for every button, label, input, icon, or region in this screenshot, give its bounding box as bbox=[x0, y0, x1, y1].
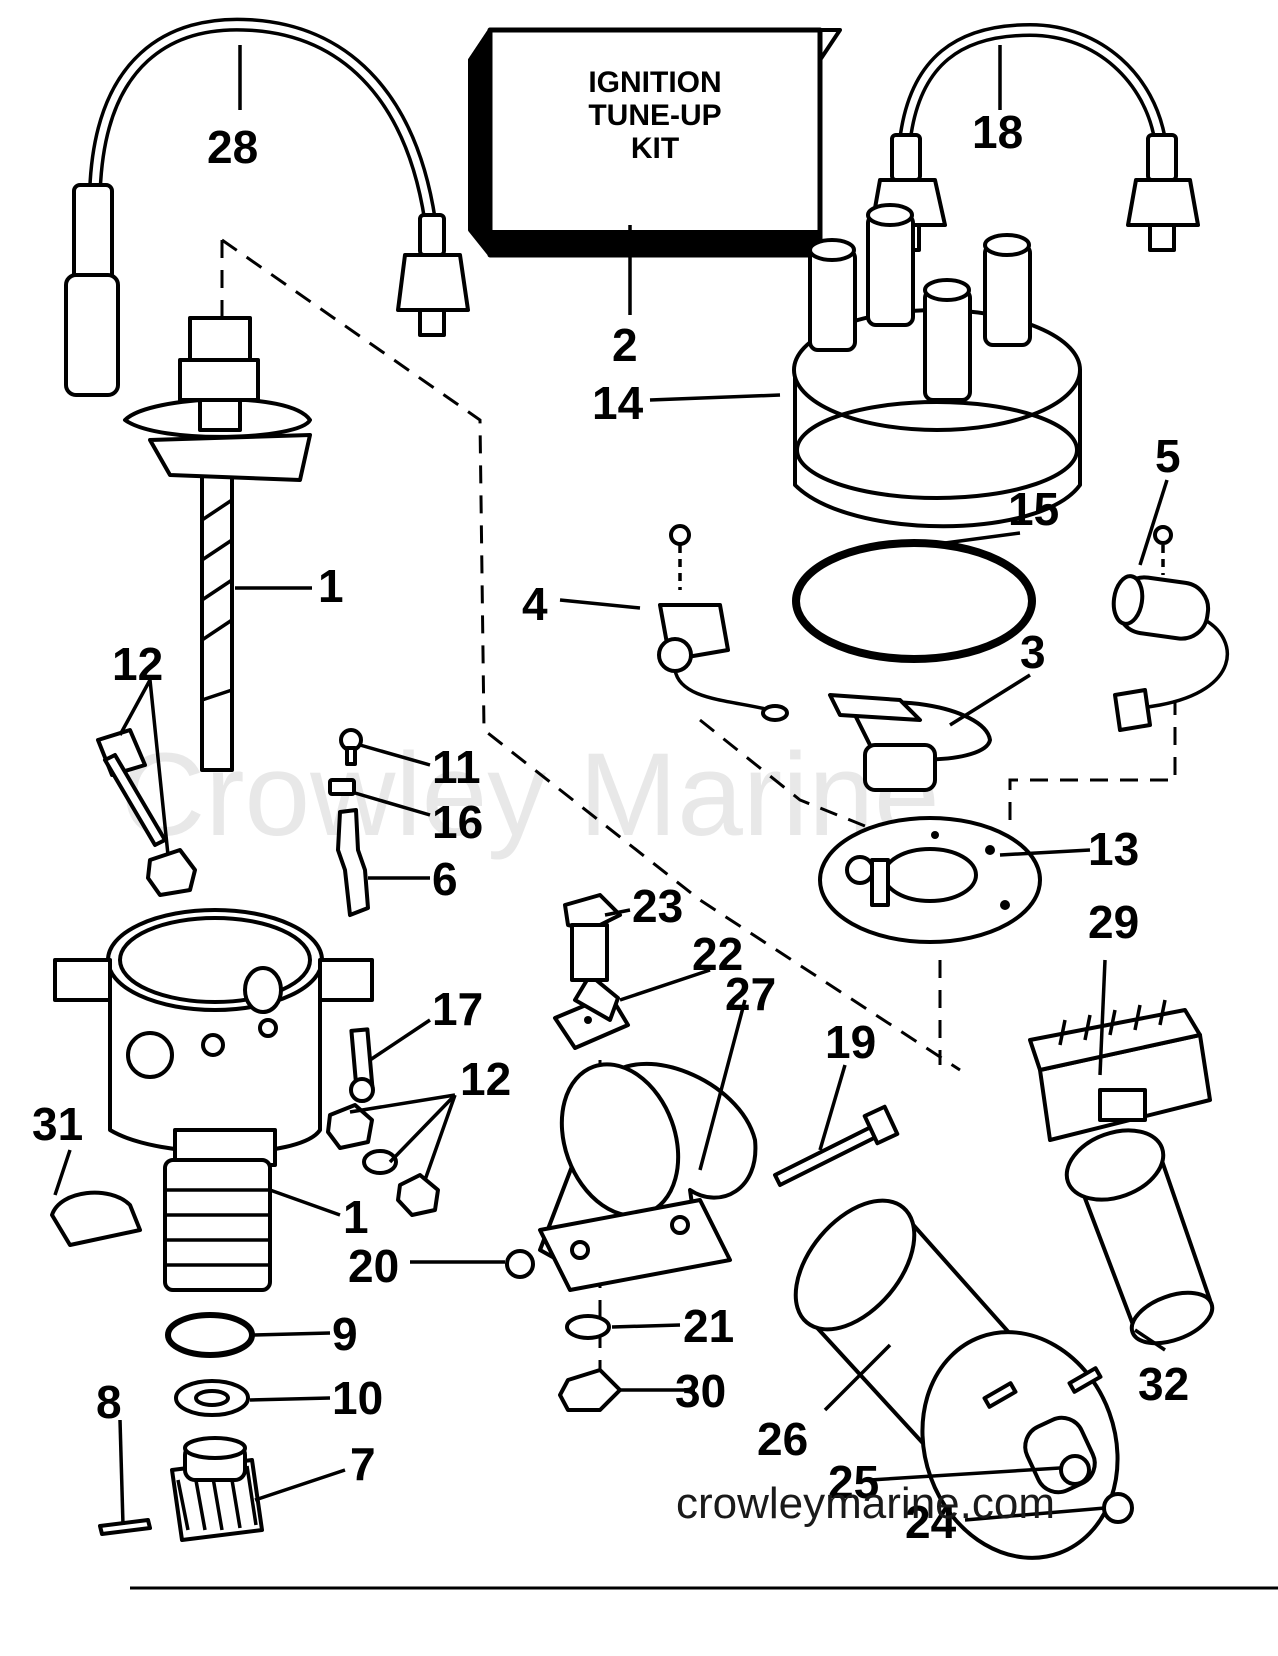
breaker-points-4 bbox=[657, 524, 789, 722]
watermark-url: crowleymarine.com bbox=[676, 1479, 1055, 1528]
coil-bracket-27 bbox=[538, 1061, 758, 1292]
screw-11 bbox=[339, 728, 363, 766]
callout-12-upper: 12 bbox=[112, 638, 163, 690]
drive-gear-7 bbox=[170, 1436, 264, 1542]
callout-12-lower: 12 bbox=[460, 1053, 511, 1105]
strap-6 bbox=[336, 808, 370, 917]
callout-25: 25 bbox=[828, 1456, 879, 1508]
nut-12-lower-b bbox=[396, 1173, 440, 1217]
nut-24 bbox=[1102, 1492, 1134, 1524]
callout-23: 23 bbox=[632, 880, 683, 932]
callout-26: 26 bbox=[757, 1413, 808, 1465]
bolt-19 bbox=[773, 1104, 900, 1187]
callout-3: 3 bbox=[1020, 626, 1046, 678]
washer-10-hole bbox=[194, 1389, 230, 1407]
bolt-23 bbox=[563, 893, 622, 982]
leader-lines bbox=[53, 45, 1169, 1526]
callout-19: 19 bbox=[825, 1016, 876, 1068]
condenser-5 bbox=[1111, 525, 1229, 732]
callout-7: 7 bbox=[350, 1438, 376, 1490]
callout-9: 9 bbox=[332, 1308, 358, 1360]
callout-4: 4 bbox=[522, 578, 548, 630]
callout-20: 20 bbox=[348, 1240, 399, 1292]
callout-5: 5 bbox=[1155, 430, 1181, 482]
callout-10: 10 bbox=[332, 1372, 383, 1424]
distributor-housing-1 bbox=[53, 908, 374, 1292]
ignition-tune-up-kit-box: IGNITION TUNE-UP KIT bbox=[468, 27, 842, 258]
callout-22: 22 bbox=[692, 928, 743, 980]
callout-24: 24 bbox=[905, 1496, 957, 1548]
nut-30 bbox=[558, 1368, 622, 1412]
breaker-plate-13 bbox=[818, 816, 1042, 944]
clip-16 bbox=[328, 778, 356, 796]
callout-6: 6 bbox=[432, 853, 458, 905]
kit-label-line2: TUNE-UP bbox=[588, 99, 721, 132]
distributor-shaft-1 bbox=[123, 316, 312, 772]
callout-31: 31 bbox=[32, 1098, 83, 1150]
callout-21: 21 bbox=[683, 1300, 734, 1352]
coil-sleeve-32 bbox=[1064, 1128, 1215, 1346]
rotor-3 bbox=[828, 693, 992, 792]
nut-12-upper bbox=[146, 848, 197, 897]
rotor-plate-dashed-line bbox=[699, 718, 876, 832]
watermark-center: Crowley Marine bbox=[120, 729, 940, 861]
callout-32: 32 bbox=[1138, 1358, 1189, 1410]
washer-12-lower bbox=[362, 1149, 398, 1175]
callout-11: 11 bbox=[432, 741, 481, 793]
callout-28: 28 bbox=[207, 121, 258, 173]
callout-16: 16 bbox=[432, 796, 483, 848]
callout-15: 15 bbox=[1008, 483, 1059, 535]
alignment-dashed-line bbox=[221, 238, 961, 1072]
clamp-22 bbox=[553, 973, 630, 1050]
callout-30: 30 bbox=[675, 1365, 726, 1417]
spark-plug-wire-18 bbox=[870, 22, 1200, 252]
callout-2: 2 bbox=[612, 319, 638, 371]
nut-20 bbox=[505, 1249, 535, 1279]
spark-plug-wire-28 bbox=[64, 17, 470, 397]
distributor-cap-14 bbox=[792, 203, 1082, 529]
callout-14: 14 bbox=[592, 377, 644, 429]
pin-8 bbox=[98, 1518, 152, 1536]
callout-1-housing: 1 bbox=[343, 1191, 369, 1243]
pin-17 bbox=[349, 1027, 375, 1103]
advance-weight-31 bbox=[50, 1190, 142, 1247]
lock-washer-21 bbox=[565, 1314, 611, 1340]
terminal-strip-29 bbox=[1028, 999, 1212, 1142]
callout-8: 8 bbox=[96, 1376, 122, 1428]
callout-17: 17 bbox=[432, 983, 483, 1035]
cap-gasket-15 bbox=[792, 539, 1036, 663]
nut-25 bbox=[1059, 1454, 1091, 1486]
callout-13: 13 bbox=[1088, 823, 1139, 875]
condenser-plate-dashed-line bbox=[1008, 700, 1177, 820]
kit-label-line1: IGNITION bbox=[588, 66, 721, 99]
o-ring-9 bbox=[165, 1312, 255, 1358]
callout-1-shaft: 1 bbox=[318, 560, 344, 612]
callout-18: 18 bbox=[972, 106, 1023, 158]
callout-29: 29 bbox=[1088, 896, 1139, 948]
callout-numbers: 28 18 2 14 5 15 4 3 1 12 11 16 6 13 23 2… bbox=[32, 106, 1189, 1548]
kit-label-line3: KIT bbox=[631, 132, 679, 165]
nut-12-lower-a bbox=[326, 1103, 374, 1150]
callout-27: 27 bbox=[725, 968, 776, 1020]
